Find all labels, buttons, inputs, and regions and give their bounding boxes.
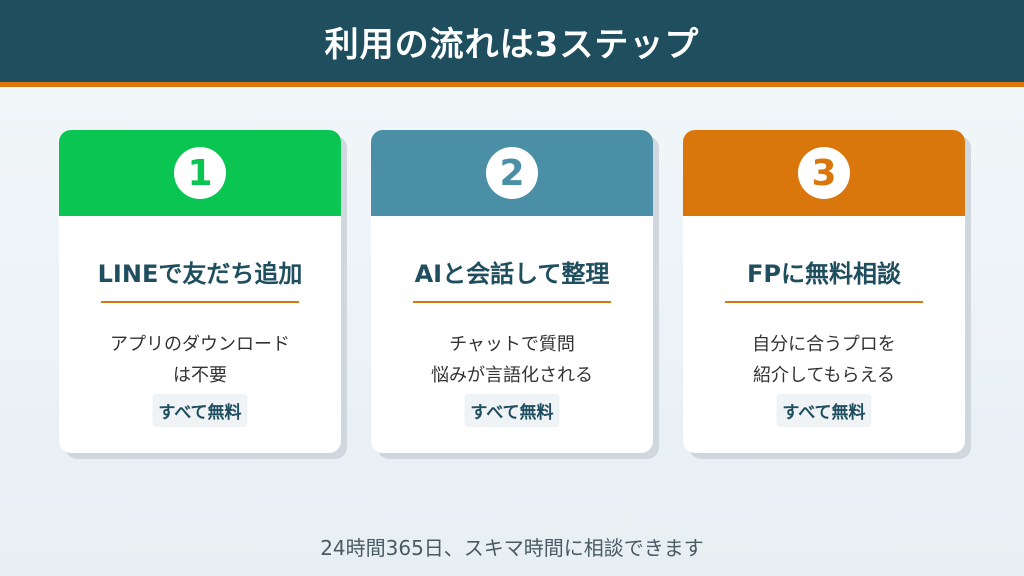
title-divider xyxy=(725,301,923,303)
step-card-2: 2 AIと会話して整理 チャットで質問 悩みが言語化される すべて無料 xyxy=(371,130,653,453)
step-description-line: チャットで質問 xyxy=(449,334,575,355)
step-card-header: 1 xyxy=(59,130,341,216)
step-description: 自分に合うプロを 紹介してもらえる xyxy=(683,329,965,391)
free-badge: すべて無料 xyxy=(464,394,560,427)
step-description-line: は不要 xyxy=(173,365,227,386)
step-card-3: 3 FPに無料相談 自分に合うプロを 紹介してもらえる すべて無料 xyxy=(683,130,965,453)
step-number-badge: 1 xyxy=(174,147,226,199)
title-divider xyxy=(413,301,611,303)
footer-note: 24時間365日、スキマ時間に相談できます xyxy=(320,536,704,560)
step-number-badge: 3 xyxy=(798,147,850,199)
step-title: FPに無料相談 xyxy=(747,260,901,288)
step-number: 1 xyxy=(187,152,213,194)
free-badge: すべて無料 xyxy=(776,394,872,427)
step-description-line: 紹介してもらえる xyxy=(752,365,896,386)
title-divider xyxy=(101,301,299,303)
step-description-line: 自分に合うプロを xyxy=(752,334,896,355)
step-card-header: 3 xyxy=(683,130,965,216)
page-title: 利用の流れは3ステップ xyxy=(324,24,700,65)
step-description: アプリのダウンロード は不要 xyxy=(59,329,341,391)
step-description-line: 悩みが言語化される xyxy=(431,365,593,386)
step-number: 3 xyxy=(811,152,837,194)
free-badge: すべて無料 xyxy=(152,394,248,427)
step-title: AIと会話して整理 xyxy=(414,260,610,288)
step-description-line: アプリのダウンロード xyxy=(110,334,290,355)
step-card-header: 2 xyxy=(371,130,653,216)
step-card-1: 1 LINEで友だち追加 アプリのダウンロード は不要 すべて無料 xyxy=(59,130,341,453)
step-title: LINEで友だち追加 xyxy=(97,260,303,288)
step-number-badge: 2 xyxy=(486,147,538,199)
step-number: 2 xyxy=(499,152,525,194)
step-description: チャットで質問 悩みが言語化される xyxy=(371,329,653,391)
header-banner: 利用の流れは3ステップ xyxy=(0,0,1024,87)
